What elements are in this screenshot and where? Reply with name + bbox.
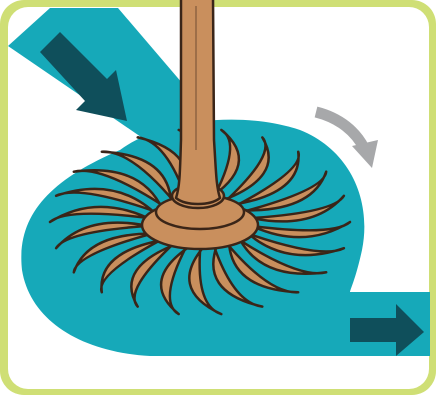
runner-shaft — [176, 0, 220, 204]
